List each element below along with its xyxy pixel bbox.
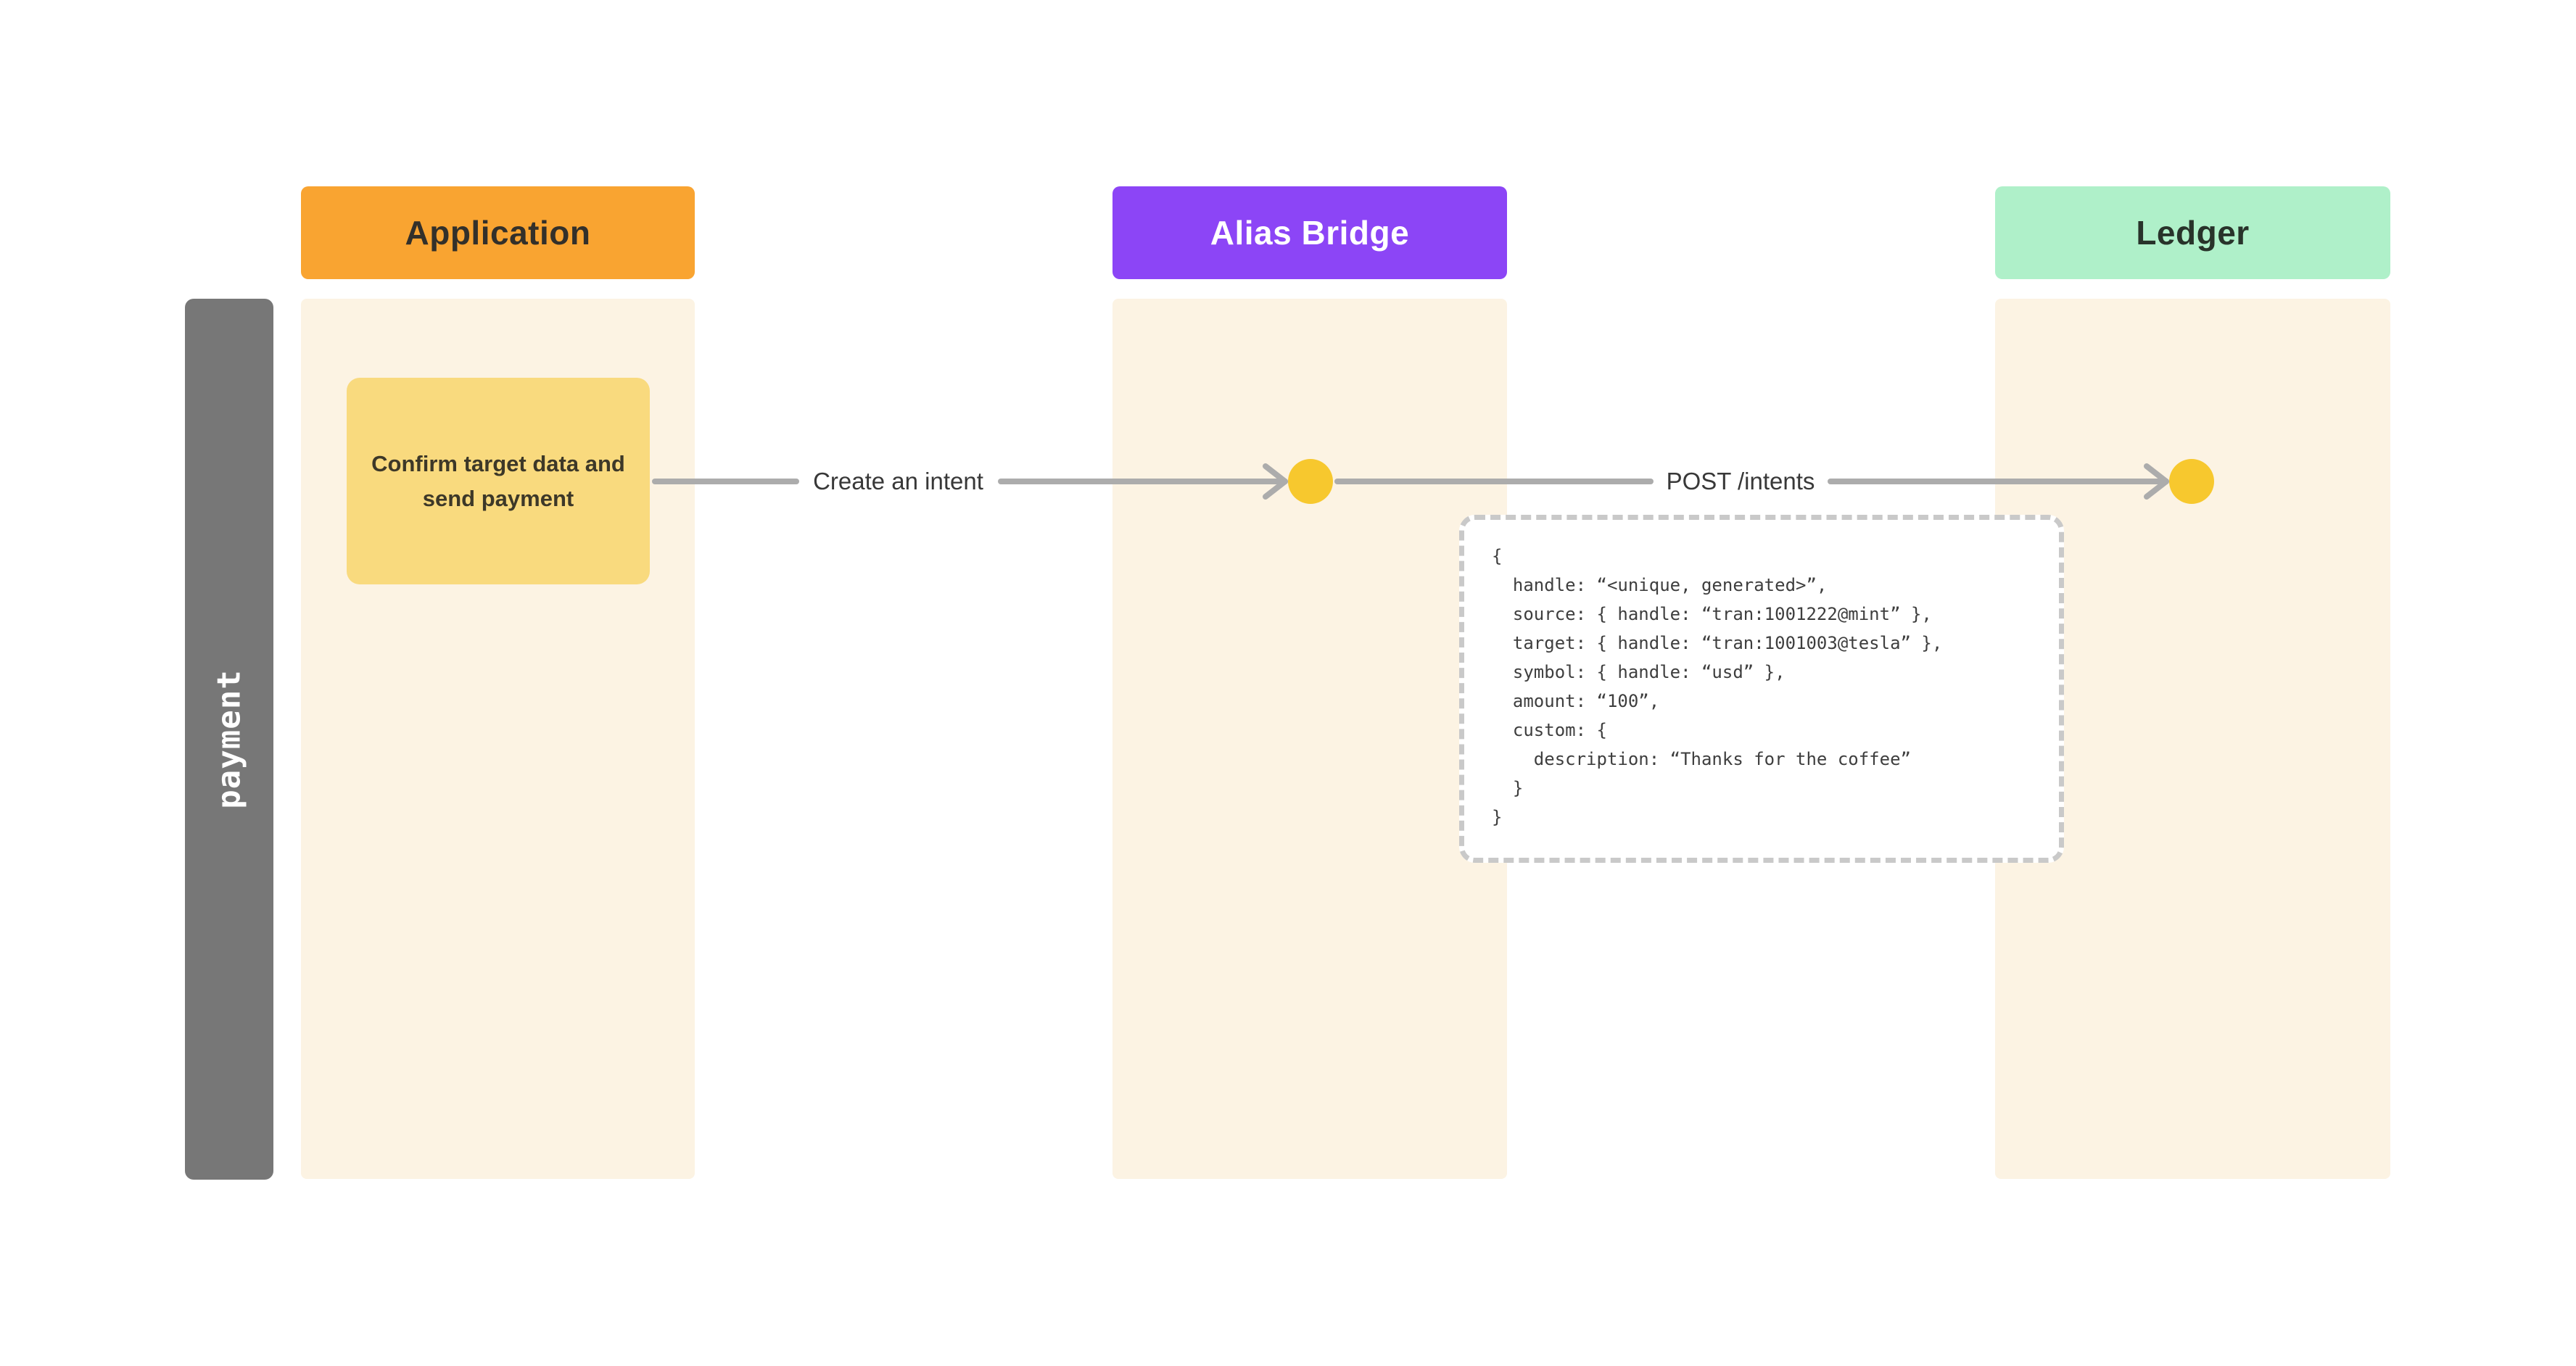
endpoint-dot-alias-bridge [1288,459,1333,504]
endpoint-dot-ledger [2169,459,2214,504]
payment-row-bar: payment [185,299,273,1180]
message1-line-left [652,479,799,484]
message1-label: Create an intent [813,468,983,494]
message2-label: POST /intents [1666,468,1815,494]
lane-header-ledger: Ledger [1995,186,2390,279]
lane-column-alias-bridge [1112,299,1507,1179]
message2-line-right [1828,479,2169,484]
lane-header-alias-bridge: Alias Bridge [1112,186,1507,279]
lane-title-application: Application [405,214,591,252]
payment-row-label: payment [210,669,248,809]
lane-header-application: Application [301,186,695,279]
lane-title-ledger: Ledger [2136,214,2250,252]
message1-line-right [998,479,1288,484]
arrowhead-icon [2144,463,2169,500]
lane-title-alias-bridge: Alias Bridge [1210,214,1410,252]
task-card-confirm-payment: Confirm target data and send payment [347,378,650,584]
intent-payload-code-block: { handle: “<unique, generated>”, source:… [1459,515,2064,863]
arrowhead-icon [1263,463,1288,500]
message2-line-left [1334,479,1654,484]
task-card-text: Confirm target data and send payment [371,450,625,511]
